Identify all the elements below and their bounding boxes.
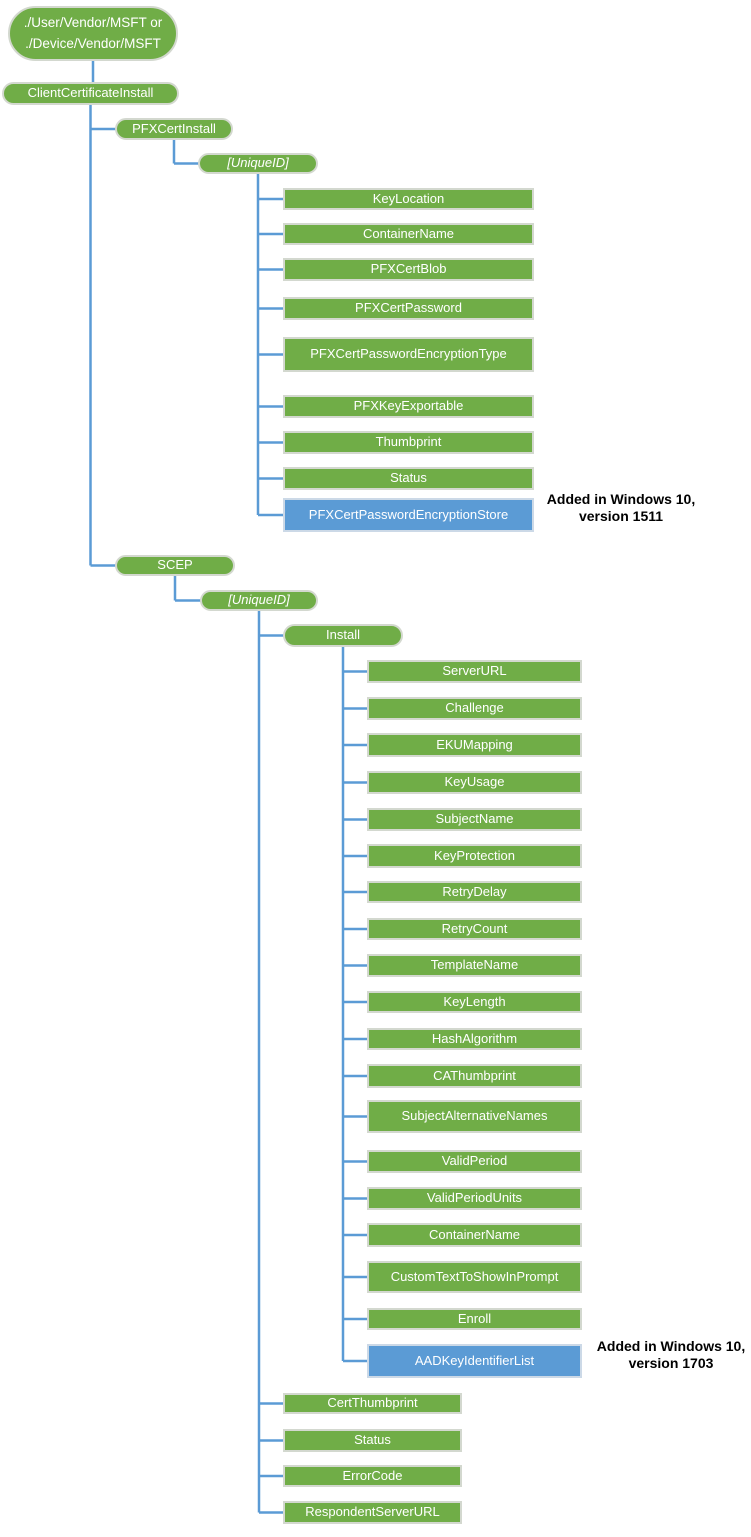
node-label: [UniqueID] xyxy=(228,592,290,608)
node-label: CAThumbprint xyxy=(433,1067,516,1083)
node-label: RetryDelay xyxy=(442,883,507,899)
node-pfxCertPassword: PFXCertPassword xyxy=(283,297,534,320)
node-keyUsage: KeyUsage xyxy=(367,771,582,794)
node-label: SCEP xyxy=(157,557,193,573)
node-serverUrl: ServerURL xyxy=(367,660,582,683)
node-label: PFXKeyExportable xyxy=(353,398,464,414)
node-pfxKeyExportable: PFXKeyExportable xyxy=(283,395,534,418)
node-label: ValidPeriod xyxy=(441,1153,508,1169)
node-subjectAlternativeNames: SubjectAlternativeNames xyxy=(367,1100,582,1133)
node-label: ./User/Vendor/MSFT or ./Device/Vendor/MS… xyxy=(23,14,163,51)
node-keyLength: KeyLength xyxy=(367,991,582,1013)
node-caThumbprint: CAThumbprint xyxy=(367,1064,582,1088)
annotation-line: version 1703 xyxy=(628,1355,714,1371)
node-keyProtection: KeyProtection xyxy=(367,844,582,868)
node-label: SubjectName xyxy=(435,811,514,827)
node-uniqueIdPfx: [UniqueID] xyxy=(198,153,318,174)
node-pfxCertInstall: PFXCertInstall xyxy=(115,118,233,140)
node-subjectName: SubjectName xyxy=(367,808,582,831)
node-templateName: TemplateName xyxy=(367,954,582,977)
node-label: Thumbprint xyxy=(375,434,442,450)
node-retryDelay: RetryDelay xyxy=(367,881,582,903)
node-label: KeyLocation xyxy=(372,190,445,206)
node-pfxCertPasswordEncryptionStore: PFXCertPasswordEncryptionStore xyxy=(283,498,534,532)
node-keyLocation: KeyLocation xyxy=(283,188,534,210)
node-label: Status xyxy=(390,470,427,486)
node-label: PFXCertPasswordEncryptionType xyxy=(310,346,507,362)
node-label: ClientCertificateInstall xyxy=(27,85,154,101)
node-scep: SCEP xyxy=(115,555,235,576)
node-uniqueIdScep: [UniqueID] xyxy=(200,590,318,611)
node-thumbprint: Thumbprint xyxy=(283,431,534,454)
node-challenge: Challenge xyxy=(367,697,582,720)
node-pfxCertPasswordEncryptionType: PFXCertPasswordEncryptionType xyxy=(283,337,534,372)
node-label: PFXCertPassword xyxy=(355,300,462,316)
node-label: HashAlgorithm xyxy=(431,1030,518,1046)
node-errorCode: ErrorCode xyxy=(283,1465,462,1487)
node-label: CertThumbprint xyxy=(327,1395,418,1411)
node-enroll: Enroll xyxy=(367,1308,582,1330)
node-label: PFXCertPasswordEncryptionStore xyxy=(308,506,509,522)
node-cci: ClientCertificateInstall xyxy=(2,82,179,105)
node-certThumbprint: CertThumbprint xyxy=(283,1393,462,1414)
node-label: TemplateName xyxy=(430,957,519,973)
node-ekuMapping: EKUMapping xyxy=(367,733,582,757)
node-label: KeyProtection xyxy=(434,847,515,863)
node-statusScep: Status xyxy=(283,1429,462,1452)
node-customTextToShowInPrompt: CustomTextToShowInPrompt xyxy=(367,1261,582,1293)
node-label: SubjectAlternativeNames xyxy=(401,1108,548,1124)
annotation-note-1511: Added in Windows 10,version 1511 xyxy=(536,491,706,525)
node-label: ValidPeriodUnits xyxy=(426,1190,523,1206)
node-label: Enroll xyxy=(457,1310,492,1326)
node-pfxCertBlob: PFXCertBlob xyxy=(283,258,534,281)
node-label: RetryCount xyxy=(441,920,508,936)
node-containerNameScep: ContainerName xyxy=(367,1223,582,1247)
node-containerNamePfx: ContainerName xyxy=(283,223,534,245)
node-label: Challenge xyxy=(445,700,504,716)
node-retryCount: RetryCount xyxy=(367,918,582,940)
node-label: KeyUsage xyxy=(444,774,505,790)
node-label: ServerURL xyxy=(442,663,507,679)
node-label: CustomTextToShowInPrompt xyxy=(390,1268,559,1284)
node-respondentServerUrl: RespondentServerURL xyxy=(283,1501,462,1524)
node-label: Status xyxy=(354,1432,391,1448)
node-label: ErrorCode xyxy=(342,1467,403,1483)
node-label: KeyLength xyxy=(443,993,506,1009)
node-validPeriodUnits: ValidPeriodUnits xyxy=(367,1187,582,1210)
node-label: AADKeyIdentifierList xyxy=(414,1352,535,1368)
annotation-line: version 1511 xyxy=(578,508,664,524)
node-label: [UniqueID] xyxy=(227,155,289,171)
node-label: PFXCertInstall xyxy=(132,120,216,136)
annotation-line: Added in Windows 10, xyxy=(546,491,696,507)
node-statusPfx: Status xyxy=(283,467,534,490)
annotation-note-1703: Added in Windows 10,version 1703 xyxy=(586,1338,751,1372)
node-label: EKUMapping xyxy=(436,736,513,752)
node-label: Install xyxy=(326,627,360,643)
node-label: ContainerName xyxy=(362,225,455,241)
node-label: ContainerName xyxy=(428,1226,521,1242)
node-label: PFXCertBlob xyxy=(370,261,447,277)
node-validPeriod: ValidPeriod xyxy=(367,1150,582,1173)
node-install: Install xyxy=(283,624,403,647)
node-hashAlgorithm: HashAlgorithm xyxy=(367,1028,582,1050)
node-label: RespondentServerURL xyxy=(305,1504,440,1520)
node-aadKeyIdentifierList: AADKeyIdentifierList xyxy=(367,1344,582,1378)
node-root: ./User/Vendor/MSFT or ./Device/Vendor/MS… xyxy=(8,6,178,61)
annotation-line: Added in Windows 10, xyxy=(596,1338,746,1354)
